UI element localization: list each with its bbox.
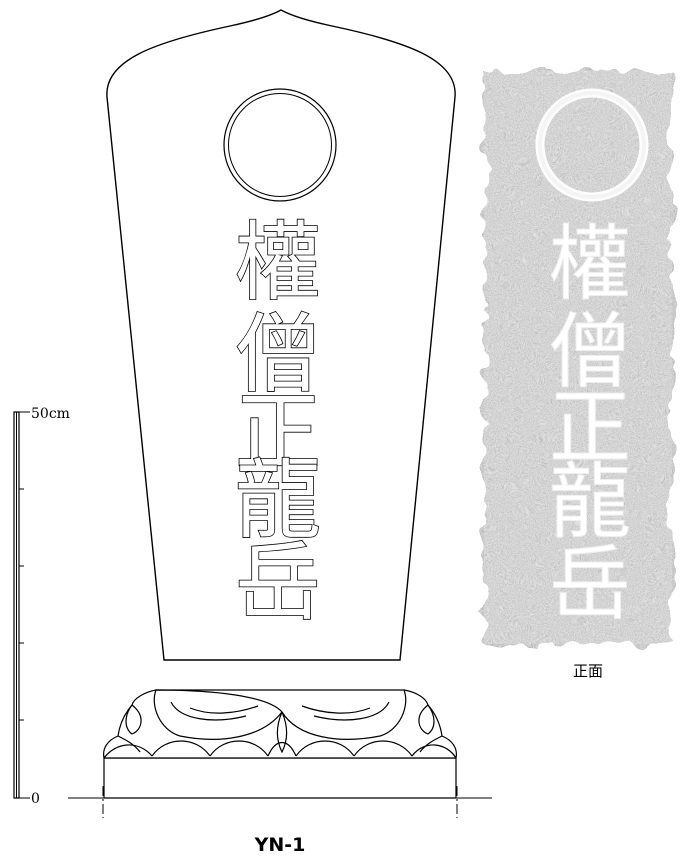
moon-disc — [223, 88, 337, 202]
scale-bar: 50cm 0 — [13, 406, 70, 807]
stone-body: 權 僧 正 龍 岳 — [106, 9, 456, 661]
stone-char-3: 正 — [235, 383, 321, 483]
stone-inscription: 權 僧 正 龍 岳 — [234, 212, 322, 634]
rubbing-char-2: 僧 — [549, 305, 631, 400]
stone-char-1: 權 — [235, 213, 321, 313]
scale-bottom-label: 0 — [31, 791, 40, 807]
scale-top-label: 50cm — [31, 406, 70, 422]
figure-id: YN-1 — [254, 834, 306, 856]
stone-outline — [106, 9, 456, 661]
rubbing-char-3: 正 — [549, 381, 631, 476]
scale-ticks — [14, 411, 30, 799]
rubbing-image: 權 僧 正 龍 岳 正面 — [484, 70, 672, 680]
pedestal — [103, 689, 457, 799]
stone-char-2: 僧 — [235, 305, 321, 405]
rubbing-char-5: 岳 — [549, 537, 631, 632]
stone-char-4: 龍 — [235, 451, 321, 551]
stone-char-5: 岳 — [235, 533, 321, 633]
rubbing-inscription: 權 僧 正 龍 岳 — [548, 217, 631, 633]
rubbing-caption: 正面 — [573, 662, 603, 680]
rubbing-char-1: 權 — [549, 217, 631, 312]
rubbing-char-4: 龍 — [549, 455, 631, 550]
